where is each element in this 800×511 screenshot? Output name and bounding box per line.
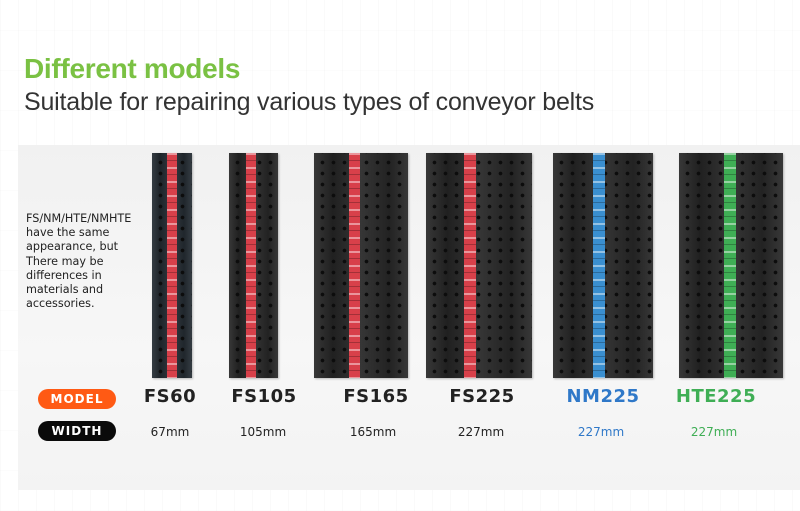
width-value-fs165: 165mm (349, 425, 397, 439)
width-value-fs105: 105mm (239, 425, 287, 439)
model-name-fs105: FS105 (231, 386, 297, 407)
belt-fs105 (229, 153, 278, 378)
model-name-hte225: HTE225 (675, 386, 757, 407)
belt-fs60 (152, 153, 192, 378)
belt-stripe (724, 153, 736, 378)
width-value-hte225: 227mm (690, 425, 738, 439)
belt-stripe (349, 153, 360, 378)
belt-nm225 (553, 153, 653, 378)
belt-hte225 (679, 153, 783, 378)
page-title: Different models (24, 53, 241, 84)
width-value-nm225: 227mm (577, 425, 625, 439)
belt-fs225 (426, 153, 532, 378)
width-value-fs60: 67mm (150, 425, 190, 439)
page-subtitle: Suitable for repairing various types of … (24, 88, 595, 116)
appearance-note: FS/NM/HTE/NMHTE have the same appearance… (26, 212, 132, 311)
belt-stripe (593, 153, 605, 378)
model-name-fs60: FS60 (143, 386, 197, 407)
model-label-pill: MODEL (38, 389, 116, 409)
belt-stripe (246, 153, 256, 378)
product-panel (18, 145, 800, 490)
model-name-fs165: FS165 (343, 386, 409, 407)
width-value-fs225: 227mm (457, 425, 505, 439)
belt-stripe (167, 153, 177, 378)
width-label-pill: WIDTH (38, 421, 116, 441)
belt-stripe (464, 153, 476, 378)
model-name-fs225: FS225 (449, 386, 515, 407)
model-name-nm225: NM225 (566, 386, 640, 407)
belt-fs165 (314, 153, 408, 378)
